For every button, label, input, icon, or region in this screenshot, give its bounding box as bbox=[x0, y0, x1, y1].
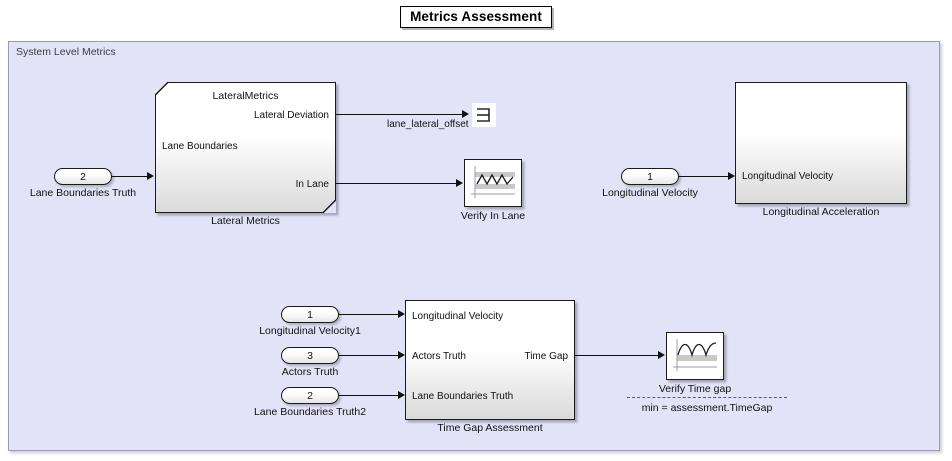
wire-inlane-to-scope bbox=[336, 183, 458, 185]
scope-sine-icon bbox=[671, 337, 719, 375]
scope-verify-in-lane[interactable]: Verify In Lane bbox=[461, 159, 525, 222]
block-longitudinal-acceleration[interactable]: Longitudinal Velocity Longitudinal Accel… bbox=[735, 82, 907, 218]
block-lateral-metrics[interactable]: LateralMetrics Lane Boundaries Lateral D… bbox=[155, 82, 336, 227]
block-label: Time Gap Assessment bbox=[437, 422, 543, 434]
inport-label: Longitudinal Velocity1 bbox=[259, 325, 361, 337]
diagram-canvas[interactable]: System Level Metrics 2 Lane Boundaries T… bbox=[8, 41, 940, 451]
port-out-time-gap: Time Gap bbox=[524, 351, 568, 362]
arrow-head bbox=[398, 310, 405, 318]
port-in-longitudinal-velocity: Longitudinal Velocity bbox=[742, 171, 834, 182]
inport-number: 3 bbox=[307, 349, 313, 362]
inport-label: Lane Boundaries Truth2 bbox=[253, 406, 367, 418]
arrow-head bbox=[728, 172, 735, 180]
inport-actors-truth[interactable]: 3 Actors Truth bbox=[281, 347, 339, 378]
wire-longvelocity-to-longaccel bbox=[679, 176, 730, 178]
port-in-actors-truth: Actors Truth bbox=[412, 351, 466, 362]
title-bar: Metrics Assessment bbox=[0, 6, 952, 28]
wire-longvelocity1-to-timegap bbox=[339, 314, 400, 316]
port-out-lateral-deviation: Lateral Deviation bbox=[253, 110, 329, 121]
inport-longitudinal-velocity1[interactable]: 1 Longitudinal Velocity1 bbox=[259, 306, 361, 337]
inport-lane-boundaries-truth2[interactable]: 2 Lane Boundaries Truth2 bbox=[254, 387, 366, 418]
scope-label: Verify Time gap bbox=[658, 383, 732, 395]
arrow-head bbox=[456, 179, 463, 187]
inport-label: Actors Truth bbox=[281, 366, 339, 378]
scope-label: Verify In Lane bbox=[460, 210, 526, 222]
wire-timegap-to-scope bbox=[575, 355, 660, 357]
arrow-head bbox=[147, 172, 154, 180]
annotation-text: min = assessment.TimeGap bbox=[641, 402, 773, 414]
block-inner-title: LateralMetrics bbox=[212, 90, 279, 102]
port-in-lane-boundaries: Lane Boundaries bbox=[162, 141, 238, 152]
wire-laneboundariestruth2-to-timegap bbox=[339, 395, 400, 397]
port-in-lane-boundaries-truth: Lane Boundaries Truth bbox=[412, 391, 514, 402]
scope-verify-time-gap[interactable]: Verify Time gap bbox=[659, 332, 731, 395]
inport-number: 2 bbox=[80, 170, 86, 183]
inport-lane-boundaries-truth[interactable]: 2 Lane Boundaries Truth bbox=[30, 168, 136, 199]
page-title: Metrics Assessment bbox=[400, 6, 552, 28]
inport-number: 1 bbox=[307, 308, 313, 321]
inport-label: Longitudinal Velocity bbox=[602, 187, 698, 199]
terminator-block[interactable] bbox=[472, 103, 496, 127]
arrow-head bbox=[398, 391, 405, 399]
wire-laneboundaries-to-lateralmetrics bbox=[112, 176, 147, 178]
block-label: Longitudinal Acceleration bbox=[762, 206, 880, 218]
inport-longitudinal-velocity[interactable]: 1 Longitudinal Velocity bbox=[602, 168, 698, 199]
terminator-icon bbox=[477, 108, 490, 122]
wire-lateraldeviation-to-terminator bbox=[336, 114, 464, 116]
inport-number: 2 bbox=[307, 389, 313, 402]
inport-number: 1 bbox=[647, 170, 653, 183]
block-time-gap-assessment[interactable]: Longitudinal Velocity Actors Truth Lane … bbox=[405, 300, 575, 434]
annotation-divider bbox=[627, 397, 787, 398]
port-out-in-lane: In Lane bbox=[295, 179, 329, 190]
annotation-time-gap: min = assessment.TimeGap bbox=[627, 397, 787, 414]
arrow-head bbox=[658, 351, 665, 359]
wire-actorstruth-to-timegap bbox=[339, 355, 400, 357]
inport-label: Lane Boundaries Truth bbox=[29, 187, 137, 199]
canvas-label: System Level Metrics bbox=[16, 46, 116, 58]
block-label: Lateral Metrics bbox=[211, 215, 280, 227]
arrow-head bbox=[398, 351, 405, 359]
arrow-head bbox=[462, 110, 469, 118]
scope-zigzag-icon bbox=[469, 164, 517, 202]
port-in-longitudinal-velocity: Longitudinal Velocity bbox=[412, 311, 504, 322]
signal-label-lane-lateral-offset: lane_lateral_offset bbox=[387, 119, 469, 130]
